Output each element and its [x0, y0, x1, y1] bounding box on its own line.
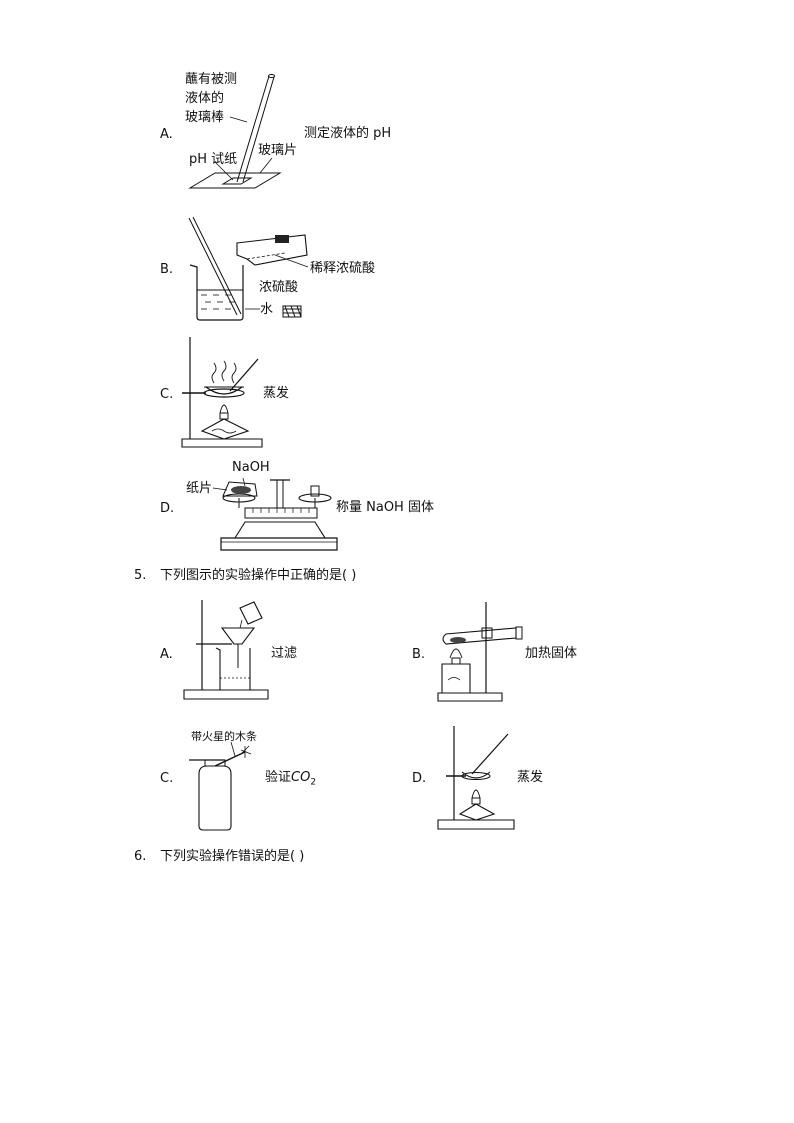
- q5-c-label-splint: 带火星的木条: [191, 730, 257, 743]
- ph-test-figure: [185, 70, 295, 200]
- q4-a-label-glass: 玻璃片: [258, 143, 298, 158]
- q4-option-b-letter: B.: [160, 262, 174, 277]
- q5-c-caption-prefix: 验证: [265, 770, 292, 785]
- q5-option-c-letter: C.: [160, 771, 174, 786]
- q4-a-label-paper: pH 试纸: [189, 152, 238, 167]
- balance-figure: [215, 470, 345, 555]
- dilute-acid-figure: [185, 215, 315, 325]
- q4-b-caption: 稀释浓硫酸: [310, 261, 376, 276]
- q5-b-caption: 加热固体: [525, 646, 578, 661]
- q5-option-b-letter: B.: [412, 647, 426, 662]
- co2-jar-figure: [185, 742, 260, 834]
- q5-c-caption: 验证CO2: [265, 770, 316, 791]
- evaporation-figure: [180, 335, 270, 450]
- heating-solid-figure: [436, 600, 528, 705]
- q4-a-label-rod-line2: 液体的: [185, 91, 225, 106]
- q4-option-a-letter: A.: [160, 127, 173, 142]
- question-6-number: 6.: [134, 849, 147, 864]
- question-5-stem: 下列图示的实验操作中正确的是( ): [160, 568, 357, 583]
- question-6-stem: 下列实验操作错误的是( ): [160, 849, 305, 864]
- q4-d-label-paper: 纸片: [186, 481, 213, 496]
- q5-a-caption: 过滤: [271, 646, 298, 661]
- q5-c-caption-formula: CO: [291, 770, 311, 785]
- evaporation-figure-2: [436, 724, 518, 834]
- q5-option-d-letter: D.: [412, 771, 427, 786]
- q4-option-d-letter: D.: [160, 501, 175, 516]
- q4-a-label-rod-line3: 玻璃棒: [185, 110, 225, 125]
- q4-d-caption: 称量 NaOH 固体: [336, 500, 434, 515]
- question-5-number: 5.: [134, 568, 147, 583]
- q5-d-caption: 蒸发: [517, 770, 544, 785]
- q4-a-caption: 测定液体的 pH: [304, 126, 392, 141]
- q4-option-c-letter: C.: [160, 387, 174, 402]
- q5-c-caption-sub: 2: [310, 777, 317, 788]
- q4-b-label-acid: 浓硫酸: [259, 280, 299, 295]
- q4-c-caption: 蒸发: [263, 386, 290, 401]
- filtration-figure: [182, 598, 272, 706]
- q5-option-a-letter: A.: [160, 647, 173, 662]
- q4-b-label-water: 水: [260, 302, 274, 317]
- q4-d-label-naoh: NaOH: [232, 460, 270, 475]
- q4-a-label-rod-line1: 蘸有被测: [185, 72, 238, 87]
